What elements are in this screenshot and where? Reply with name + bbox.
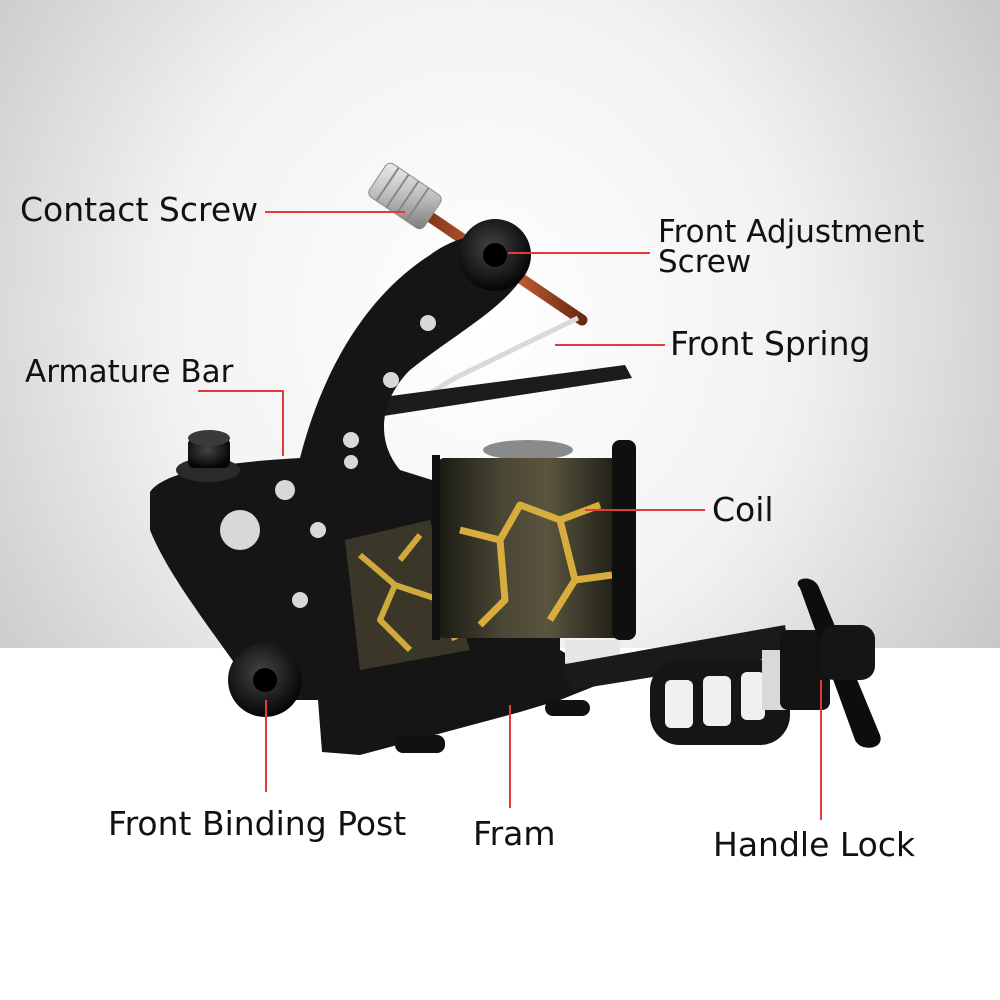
label-handle-lock: Handle Lock [713, 825, 916, 864]
tube-vice [560, 625, 790, 745]
label-front-spring: Front Spring [670, 324, 871, 363]
frame-feet [395, 700, 590, 753]
label-front-binding-post: Front Binding Post [108, 804, 407, 843]
label-front-adjustment-screw-line1: Front Adjustment [658, 214, 925, 250]
leader-handle-lock [820, 680, 822, 820]
handle-lock [762, 578, 881, 748]
front-spring [430, 315, 580, 395]
rear-binding-post [176, 430, 240, 482]
label-coil: Coil [712, 490, 774, 529]
leader-coil [585, 509, 705, 511]
leader-front-adjustment-screw [508, 252, 650, 254]
front-binding-post [228, 643, 302, 717]
leader-front-spring [555, 344, 665, 346]
leader-armature-bar-h [198, 390, 283, 392]
leader-armature-bar-v [282, 390, 284, 456]
armature-bar [360, 365, 632, 418]
coil [432, 440, 636, 666]
leader-front-binding-post [265, 700, 267, 792]
label-front-adjustment-screw-line2: Screw [658, 244, 752, 280]
leader-fram [509, 705, 511, 808]
leader-contact-screw [265, 211, 405, 213]
frame-holes [220, 315, 436, 608]
label-fram: Fram [473, 814, 556, 853]
front-adjustment-post [459, 219, 531, 291]
label-contact-screw: Contact Screw [20, 190, 259, 229]
label-armature-bar: Armature Bar [25, 354, 234, 390]
